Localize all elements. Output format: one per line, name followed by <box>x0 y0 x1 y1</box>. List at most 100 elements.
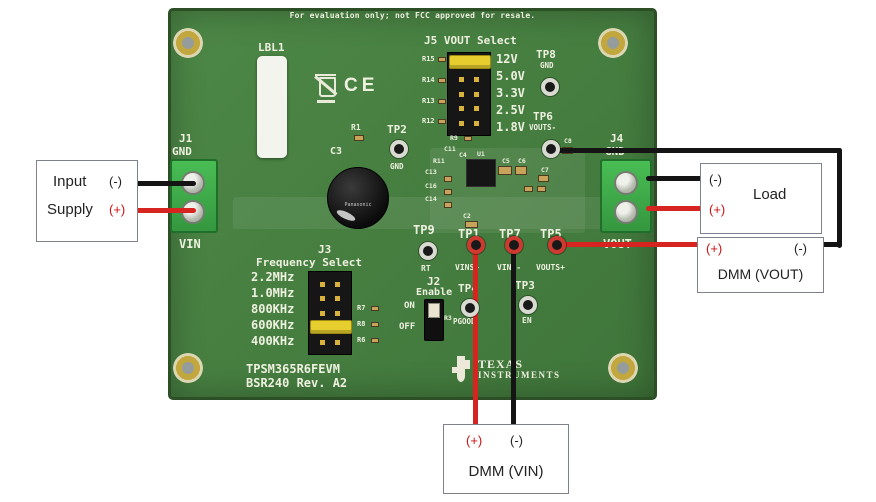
freq-option-400k: 400KHz <box>251 334 295 348</box>
ref-r11: R11 <box>433 157 445 165</box>
ref-r7: R7 <box>357 304 366 312</box>
ref-c7: C7 <box>541 166 549 174</box>
smd-component <box>524 186 533 192</box>
header-pin <box>474 120 480 126</box>
smd-component <box>537 186 546 192</box>
ref-r14: R14 <box>422 76 435 84</box>
ref-c14: C14 <box>425 195 437 203</box>
tp5-signal: VOUTS+ <box>536 263 565 272</box>
input-supply-positive: (+) <box>109 202 126 217</box>
load-negative: (-) <box>709 172 722 187</box>
smd-resistor <box>438 119 446 124</box>
smd-component <box>515 166 527 175</box>
smd-resistor <box>438 78 446 83</box>
tp8-ref: TP8 <box>536 48 556 61</box>
freq-option-2m2: 2.2MHz <box>251 270 295 284</box>
tp4-ref: TP4 <box>458 282 478 295</box>
copper-pour <box>233 197 605 229</box>
tp5-testpoint <box>548 236 566 254</box>
dmm-vout-label: DMM (VOUT) <box>717 266 804 282</box>
tp9-testpoint <box>419 242 437 260</box>
vout-option-1v8: 1.8V <box>496 120 525 134</box>
wire-dmm-vout-positive <box>560 242 702 247</box>
j3-title: Frequency Select <box>256 256 362 269</box>
ti-logo-text-2: INSTRUMENTS <box>478 370 561 380</box>
freq-option-1m0: 1.0MHz <box>251 286 295 300</box>
ref-c16: C16 <box>425 182 437 190</box>
input-supply-negative: (-) <box>109 174 122 189</box>
smd-resistor <box>371 322 379 327</box>
j2-ref: J2 <box>427 275 441 288</box>
wire-dmm-vin-negative <box>511 250 516 426</box>
ref-r1: R1 <box>351 123 361 132</box>
j3-ref: J3 <box>318 243 332 256</box>
switch-off-label: OFF <box>399 322 416 332</box>
smd-component <box>465 221 478 228</box>
header-pin <box>335 296 341 301</box>
header-pin <box>335 310 341 316</box>
vout-option-12v: 12V <box>496 52 518 66</box>
smd-component <box>498 166 512 175</box>
tp6-testpoint <box>542 140 560 158</box>
dmm-vin-positive: (+) <box>466 433 483 448</box>
wire-input-positive <box>132 208 196 213</box>
tp1-signal: VINS+ <box>455 263 480 272</box>
tp2-ref: TP2 <box>387 123 407 136</box>
input-supply-box: Input (-) Supply (+) <box>36 160 138 242</box>
header-pin <box>474 77 480 82</box>
header-pin <box>335 339 341 345</box>
wire-dmm-vin-positive <box>473 250 478 426</box>
load-positive: (+) <box>709 202 726 217</box>
j2-title: Enable <box>416 287 453 298</box>
header-pin <box>319 281 325 287</box>
dmm-vout-negative: (-) <box>794 241 807 256</box>
pcb-board <box>168 8 657 400</box>
vout-option-3v3: 3.3V <box>496 86 525 100</box>
wire-dmm-vout-negative-seg3 <box>820 242 842 247</box>
tp3-ref: TP3 <box>515 279 535 292</box>
tp7-signal: VINS- <box>497 263 522 272</box>
header-pin <box>458 77 464 82</box>
header-pin <box>474 106 480 111</box>
dmm-vout-box: (+) (-) DMM (VOUT) <box>697 237 824 293</box>
ref-c13: C13 <box>425 168 437 176</box>
vout-option-5v: 5.0V <box>496 69 525 83</box>
copper-pour <box>430 148 585 233</box>
freq-option-600k: 600KHz <box>251 318 295 332</box>
j3-header <box>308 271 352 355</box>
tp4-testpoint <box>461 299 479 317</box>
ref-r3: R3 <box>444 314 452 322</box>
wire-dmm-vout-negative-seg2 <box>837 148 842 248</box>
mounting-hole <box>608 353 638 383</box>
smd-resistor <box>371 306 379 311</box>
tp9-ref: TP9 <box>413 223 435 237</box>
weee-part <box>315 74 336 76</box>
smd-component <box>444 189 452 195</box>
load-label: Load <box>753 186 787 203</box>
weee-part <box>317 100 335 103</box>
tp1-testpoint <box>467 236 485 254</box>
smd-resistor <box>464 136 472 141</box>
tp8-testpoint <box>541 78 559 96</box>
ref-c6: C6 <box>518 157 526 165</box>
ref-r9: R9 <box>450 134 458 142</box>
smd-component <box>538 175 549 182</box>
j5-jumper-shunt <box>449 55 491 69</box>
smd-resistor <box>438 99 446 104</box>
j4-terminal-vout <box>614 200 638 224</box>
header-pin <box>458 106 464 111</box>
ref-c8: C8 <box>564 137 572 145</box>
mounting-hole <box>598 28 628 58</box>
freq-option-800k: 800KHz <box>251 302 295 316</box>
tp6-signal: VOUTS- <box>529 123 557 132</box>
board-part-number: TPSM365R6FEVM <box>246 362 340 376</box>
wire-dmm-vout-negative-seg1 <box>553 148 842 153</box>
input-supply-line2: Supply <box>47 201 93 218</box>
wire-input-negative <box>132 181 196 186</box>
dmm-vin-box: (+) (-) DMM (VIN) <box>443 424 569 494</box>
ce-mark: CE <box>344 75 379 96</box>
input-supply-line1: Input <box>53 173 87 190</box>
ref-c3: C3 <box>330 146 343 157</box>
tp3-testpoint <box>519 296 537 314</box>
